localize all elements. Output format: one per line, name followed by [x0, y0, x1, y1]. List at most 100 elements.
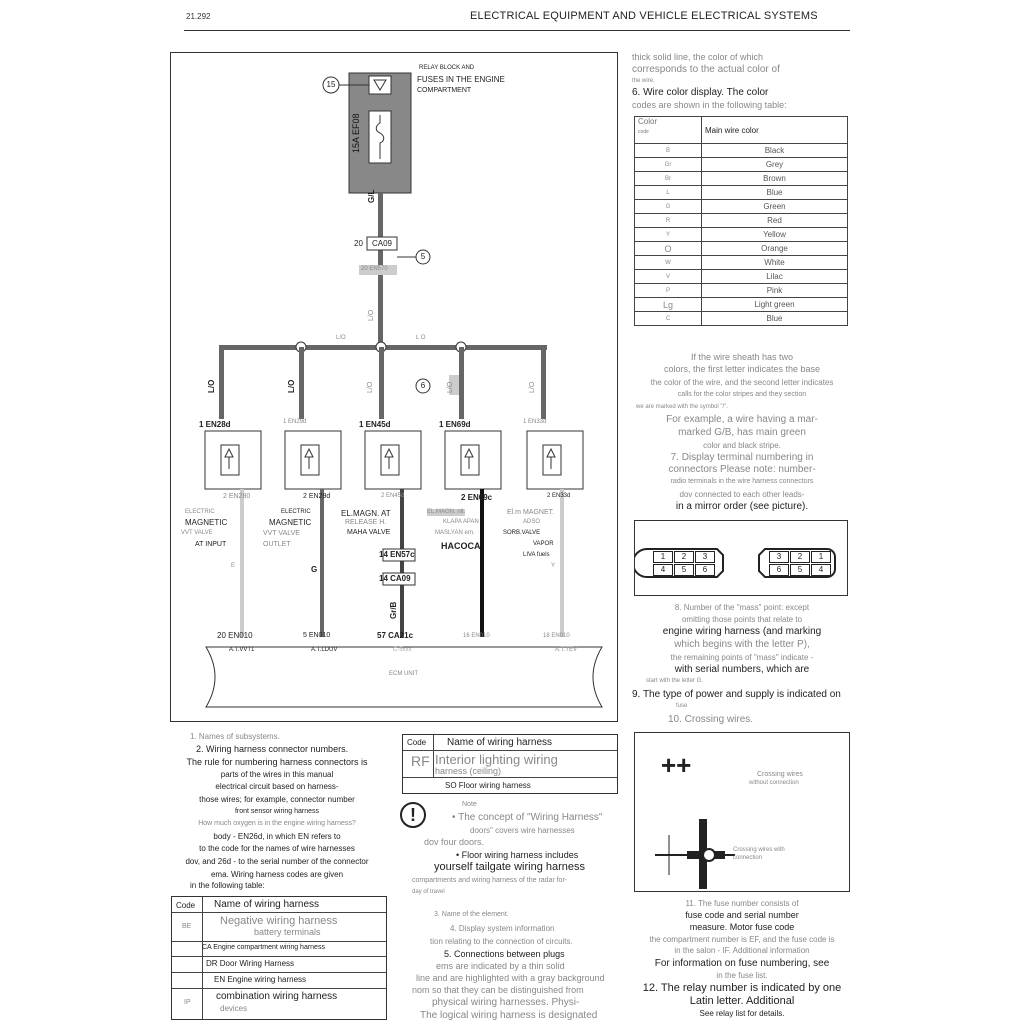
left-bottom-10: to the code for the names of wire harnes…: [199, 844, 355, 853]
right-intro-2: corresponds to the actual color of: [632, 64, 780, 75]
left-bottom-4: parts of the wires in this manual: [220, 770, 334, 779]
harness-left-dr: DR Door Wiring Harness: [206, 959, 295, 968]
branch-wire-5: L/O: [529, 381, 536, 393]
ecm-connector-5: 18 EN010: [543, 633, 570, 639]
page-number: 21.292: [186, 12, 211, 21]
right-mid-9: 7. Display terminal numbering in: [670, 452, 814, 463]
right-mid-6: For example, a wire having a mar-: [666, 414, 818, 425]
note-line-3: dov four doors.: [424, 837, 485, 847]
ecm-connector-3: 57 CA21c: [377, 631, 414, 640]
right-lower-5: the remaining points of "mass" indicate …: [670, 653, 814, 662]
solenoid-5-line-3: SORB.VALVE: [503, 530, 541, 536]
mid-bottom-8: physical wiring harnesses. Physi-: [432, 997, 580, 1008]
left-bottom-12: ema. Wiring harness codes are given: [210, 870, 344, 879]
plug-right-pin: 3: [769, 551, 789, 563]
left-bottom-13: in the following table:: [190, 881, 265, 890]
color-code: Lg: [634, 297, 702, 312]
solenoid-5-line-5: LIVA fuels: [523, 552, 550, 558]
harness-left-be-name-2: battery terminals: [254, 927, 321, 937]
right-mid-3: the color of the wire, and the second le…: [650, 378, 834, 387]
wire-label-gl: G/L: [367, 189, 376, 203]
right-lower-2: omitting those points that relate to: [681, 615, 803, 624]
relay-block-label-1: RELAY BLOCK AND: [419, 65, 475, 71]
solenoid-1-line-1: ELECTRIC: [185, 509, 215, 515]
harness-left-head-name: Name of wiring harness: [214, 899, 320, 910]
top-connector-4: 1 EN69d: [439, 420, 471, 429]
solenoid-4-line-2: KLAPA APAN: [443, 519, 479, 525]
mid-bottom-1: 3. Name of the element.: [434, 911, 509, 918]
bottom-connector-3: 2 EN45d: [381, 493, 405, 499]
mid-bottom-6: line and are highlighted with a gray bac…: [416, 973, 605, 983]
mid-bottom-3: tion relating to the connection of circu…: [430, 937, 573, 946]
right-mid-8: color and black stripe.: [703, 441, 781, 450]
solenoid-5-line-1: El.m MAGNET.: [507, 509, 555, 516]
solenoid-2-line-4: OUTLET: [263, 541, 291, 548]
color-code: Gr: [634, 157, 702, 172]
solenoid-4-line-1: EL.MAGN. nit.: [427, 509, 466, 516]
right-lower-10: 10. Crossing wires.: [668, 714, 754, 725]
harness-table-mid: Code Name of wiring harness RF Interior …: [402, 734, 618, 794]
harness-left-head-code: Code: [176, 901, 196, 910]
harness-mid-so: SO Floor wiring harness: [445, 781, 531, 790]
bottom-connector-2: 2 EN29d: [303, 493, 331, 500]
crossing-junction-icon: [655, 819, 735, 889]
wire-label-lo-bus-1: L/O: [336, 335, 346, 341]
ecm-unit-label: ECM UNIT: [389, 671, 418, 677]
bottom-connector-5: 2 EN33d: [547, 493, 571, 499]
solenoid-3-line-3: MAHA VALVE: [347, 529, 391, 536]
harness-mid-code-rf: RF: [411, 753, 430, 769]
top-connector-1: 1 EN28d: [199, 420, 231, 429]
relay-block-label-3: COMPARTMENT: [417, 87, 472, 94]
plug-left-pin: 2: [674, 551, 694, 563]
mid-bottom-2: 4. Display system information: [450, 924, 555, 933]
color-code: L: [634, 185, 702, 200]
crossing-plus-icon: ++: [661, 750, 692, 780]
harness-left-ca: CA Engine compartment wiring harness: [202, 944, 325, 951]
color-name: Pink: [701, 283, 848, 298]
solenoid-5-line-4: VAPOR: [533, 541, 554, 547]
top-connector-3: 1 EN45d: [359, 420, 391, 429]
ecm-connector-1: 20 EN010: [217, 631, 253, 640]
color-head-code-sub: code: [638, 129, 649, 135]
color-name: Blue: [701, 185, 848, 200]
right-lower-6: with serial numbers, which are: [674, 664, 810, 675]
callout-5: 5: [420, 252, 426, 261]
plug-left-pin: 4: [653, 564, 673, 576]
solenoid-3-line-2: RELEASE H.: [345, 519, 387, 526]
color-table-head-name: Main wire color: [701, 116, 848, 144]
right-bottom-6: For information on fuse numbering, see: [654, 958, 830, 969]
harness-left-ip-name-2: devices: [220, 1004, 248, 1013]
color-head-code: Color: [638, 117, 658, 126]
harness-table-left: Code Name of wiring harness BE Negative …: [171, 896, 387, 1020]
crossing-label-2: Crossing wires with: [733, 847, 785, 853]
color-code: B: [634, 143, 702, 158]
right-mid-11: radio terminals in the wire harness conn…: [670, 478, 814, 485]
left-bottom-9: body - EN26d, in which EN refers to: [213, 832, 341, 841]
plug-right-pin: 1: [811, 551, 831, 563]
connector-ca09: CA09: [371, 239, 392, 248]
right-mid-5: we are marked with the symbol "/".: [636, 404, 728, 410]
solenoid-1-line-3: VVT VALVE: [181, 530, 213, 536]
harness-left-ip-name: combination wiring harness: [216, 991, 338, 1002]
relay-block-label-2: FUSES IN THE ENGINE: [417, 75, 505, 84]
right-intro-4: 6. Wire color display. The color: [632, 87, 769, 98]
color-code: Br: [634, 171, 702, 186]
note-line-1: • The concept of "Wiring Harness": [452, 812, 603, 823]
solenoid-2-line-1: ELECTRIC: [281, 509, 311, 515]
left-bottom-6: those wires; for example, connector numb…: [199, 795, 355, 804]
ecm-pin-3: C-5xxx: [393, 647, 412, 653]
right-lower-1: 8. Number of the "mass" point: except: [674, 603, 810, 612]
right-lower-7: start with the letter G.: [646, 678, 704, 684]
note-line-7: day of travel: [412, 889, 445, 895]
left-bottom-2: 2. Wiring harness connector numbers.: [196, 744, 349, 754]
solenoid-1-line-4: AT INPUT: [195, 541, 227, 548]
